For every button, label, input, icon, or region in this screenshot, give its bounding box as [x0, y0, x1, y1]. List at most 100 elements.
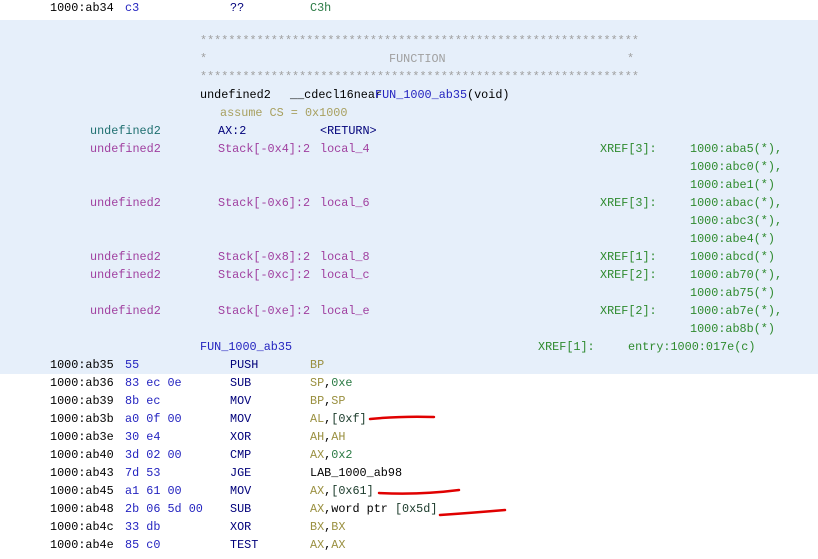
param-storage: Stack[-0xc]:2 [218, 268, 311, 282]
comment-stars: ****************************************… [200, 70, 639, 84]
xref-link[interactable]: 1000:ab7e(*), [690, 304, 783, 318]
address[interactable]: 1000:ab4c [50, 520, 114, 534]
mnemonic[interactable]: SUB [230, 502, 252, 516]
operand-token: SP [331, 394, 346, 408]
mnemonic[interactable]: SUB [230, 376, 252, 390]
instruction-bytes: 3d 02 00 [125, 448, 182, 462]
operands[interactable]: AX,word ptr [0x5d] [310, 500, 437, 518]
mnemonic[interactable]: MOV [230, 484, 252, 498]
param-name[interactable]: local_c [320, 268, 370, 282]
mnemonic[interactable]: CMP [230, 448, 252, 462]
mnemonic[interactable]: TEST [230, 538, 259, 552]
instruction-bytes: 83 ec 0e [125, 376, 182, 390]
instruction-bytes: a0 0f 00 [125, 412, 182, 426]
xref-link[interactable]: 1000:abe4(*) [690, 232, 775, 246]
xref-link[interactable]: 1000:abc0(*), [690, 160, 783, 174]
address[interactable]: 1000:ab36 [50, 376, 114, 390]
operand-token: , [324, 376, 332, 390]
operand-token: AX [310, 484, 325, 498]
operands[interactable]: BP [310, 356, 324, 374]
mnemonic[interactable]: PUSH [230, 358, 259, 372]
param-storage: AX:2 [218, 124, 247, 138]
mnemonic[interactable]: XOR [230, 430, 252, 444]
mnemonic[interactable]: XOR [230, 520, 252, 534]
operand-token: SP [310, 376, 325, 390]
operands[interactable]: AX,0x2 [310, 446, 353, 464]
instruction-bytes: 85 c0 [125, 538, 161, 552]
xref-link[interactable]: 1000:aba5(*), [690, 142, 783, 156]
operand[interactable]: C3h [310, 1, 332, 15]
xref-label: XREF[1]: [600, 250, 657, 264]
operand-token: , [324, 394, 332, 408]
param-type: undefined2 [90, 142, 161, 156]
param-storage: Stack[-0x8]:2 [218, 250, 311, 264]
operands[interactable]: BP,SP [310, 392, 345, 410]
operand-token: AX [310, 538, 325, 552]
calling-convention: __cdecl16near [290, 88, 383, 102]
operand-token: BP [310, 358, 325, 372]
address[interactable]: 1000:ab3e [50, 430, 114, 444]
xref-link[interactable]: 1000:abc3(*), [690, 214, 783, 228]
xref-link[interactable]: 1000:abac(*), [690, 196, 783, 210]
function-comment-title: FUNCTION [389, 52, 446, 66]
address[interactable]: 1000:ab4e [50, 538, 114, 552]
address[interactable]: 1000:ab3b [50, 412, 114, 426]
xref-link[interactable]: 1000:abcd(*) [690, 250, 775, 264]
address[interactable]: 1000:ab40 [50, 448, 114, 462]
param-storage: Stack[-0x4]:2 [218, 142, 311, 156]
xref-label: XREF[1]: [538, 340, 595, 354]
operand-token: AX [310, 502, 325, 516]
xref-link[interactable]: 1000:ab8b(*) [690, 322, 775, 336]
operands[interactable]: AL,[0xf] [310, 410, 367, 428]
instruction-bytes: 33 db [125, 520, 161, 534]
xref-label: XREF[2]: [600, 268, 657, 282]
mnemonic[interactable]: MOV [230, 412, 252, 426]
xref-link[interactable]: 1000:ab70(*), [690, 268, 783, 282]
instruction-bytes: 7d 53 [125, 466, 161, 480]
param-type: undefined2 [90, 268, 161, 282]
address[interactable]: 1000:ab48 [50, 502, 114, 516]
operands[interactable]: BX,BX [310, 518, 345, 536]
function-name[interactable]: FUN_1000_ab35 [375, 88, 468, 102]
address[interactable]: 1000:ab35 [50, 358, 114, 372]
param-name[interactable]: local_6 [320, 196, 370, 210]
xref-link[interactable]: entry:1000:017e(c) [628, 340, 756, 354]
address[interactable]: 1000:ab45 [50, 484, 114, 498]
function-header-band [0, 20, 818, 374]
mnemonic[interactable]: ?? [230, 1, 245, 15]
operand-token: 0xe [331, 376, 353, 390]
operands[interactable]: AH,AH [310, 428, 345, 446]
red-underline-0x61 [377, 488, 461, 495]
param-name[interactable]: <RETURN> [320, 124, 377, 138]
operand-token: AL [310, 412, 325, 426]
underlined-operand[interactable]: [0xf] [331, 412, 367, 426]
function-label[interactable]: FUN_1000_ab35 [200, 340, 293, 354]
mnemonic[interactable]: JGE [230, 466, 252, 480]
address[interactable]: 1000:ab43 [50, 466, 114, 480]
param-name[interactable]: local_e [320, 304, 370, 318]
assume-directive: assume CS = 0x1000 [220, 106, 348, 120]
operand-token: , [324, 484, 332, 498]
xref-link[interactable]: 1000:ab75(*) [690, 286, 775, 300]
operands[interactable]: AX,[0x61] [310, 482, 374, 500]
operands[interactable]: AX,AX [310, 536, 345, 554]
mnemonic[interactable]: MOV [230, 394, 252, 408]
operand-token: LAB_1000_ab98 [310, 466, 403, 480]
address[interactable]: 1000:ab39 [50, 394, 114, 408]
operand-token: , [324, 520, 332, 534]
operands[interactable]: SP,0xe [310, 374, 353, 392]
operands[interactable]: LAB_1000_ab98 [310, 464, 402, 482]
xref-label: XREF[2]: [600, 304, 657, 318]
instruction-bytes: c3 [125, 1, 140, 15]
xref-link[interactable]: 1000:abe1(*) [690, 178, 775, 192]
operand-token: AH [310, 430, 325, 444]
param-name[interactable]: local_8 [320, 250, 370, 264]
address[interactable]: 1000:ab34 [50, 1, 114, 15]
underlined-operand[interactable]: [0x5d] [394, 502, 438, 516]
param-name[interactable]: local_4 [320, 142, 370, 156]
operand-token: , [324, 448, 332, 462]
return-type: undefined2 [200, 88, 271, 102]
underlined-operand[interactable]: [0x61] [331, 484, 374, 498]
red-underline-0x5d [438, 508, 507, 517]
operand-token: , [324, 430, 332, 444]
